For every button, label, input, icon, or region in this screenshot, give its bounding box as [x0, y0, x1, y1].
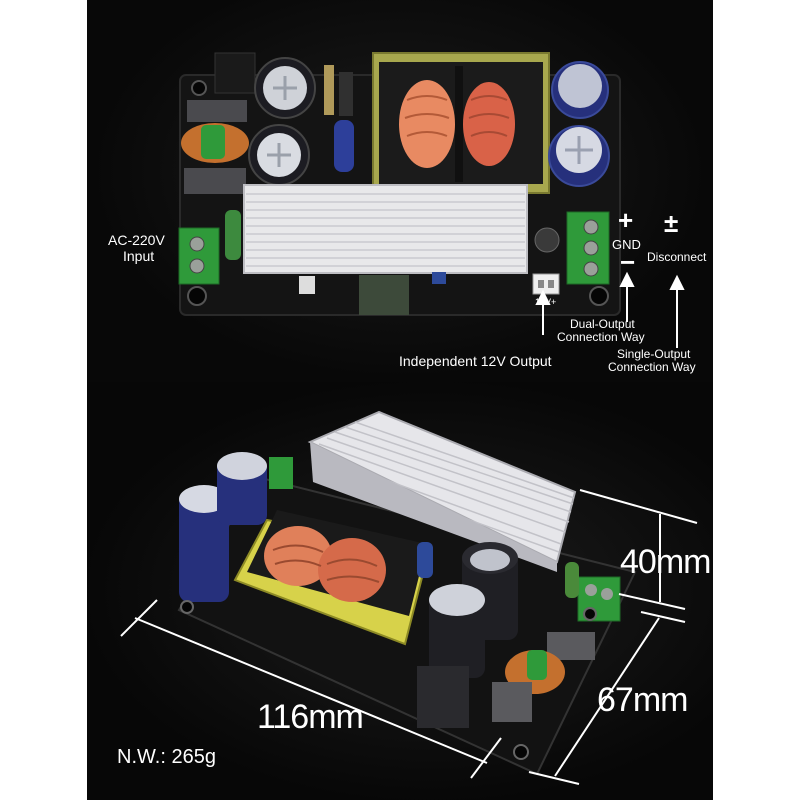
capacitor-top	[217, 452, 267, 480]
disconnect-label: Disconnect	[647, 250, 707, 264]
copper-coil	[318, 538, 386, 602]
film-capacitor	[334, 120, 354, 172]
plus-symbol: +	[618, 205, 634, 235]
copper-coil	[463, 82, 515, 166]
height-dimension: 40mm	[620, 543, 711, 581]
choke-housing	[547, 632, 595, 660]
heatsink	[243, 184, 528, 274]
capacitor	[534, 227, 560, 253]
mount-hole	[589, 286, 609, 306]
minus-symbol: −	[620, 247, 636, 277]
top-board-illustration	[178, 52, 685, 348]
plus-minus-symbol: ±	[664, 208, 679, 238]
choke-housing	[492, 682, 532, 722]
copper-coil	[399, 80, 455, 168]
capacitor-top	[558, 64, 602, 108]
width-dimension: 67mm	[597, 681, 688, 719]
mount-hole	[583, 607, 597, 621]
capacitor-top	[179, 485, 229, 513]
width-dim-line	[554, 617, 660, 777]
ac-input-terminal	[178, 227, 220, 285]
12v-connector	[532, 273, 560, 295]
coil-core	[527, 650, 547, 680]
single-output-label-line2: Connection Way	[608, 360, 696, 374]
length-dim-line	[134, 617, 488, 764]
ac-input-label-line2: Input	[123, 248, 155, 264]
dual-output-label-line2: Connection Way	[557, 330, 645, 344]
bottom-photo-panel: 40mm 116mm 67mm N.W.: 265g	[87, 382, 713, 800]
net-weight-label: N.W.: 265g	[117, 746, 216, 768]
copper-coil	[264, 526, 332, 586]
choke-housing	[187, 100, 247, 122]
mount-hole	[513, 744, 529, 760]
mount-hole	[191, 80, 207, 96]
capacitor-top	[429, 584, 485, 616]
independent-12v-label: Independent 12V Output	[399, 353, 552, 369]
mount-hole	[180, 600, 194, 614]
capacitor	[179, 490, 229, 602]
mount-hole	[187, 286, 207, 306]
board-12v-marking: 12V+	[535, 297, 557, 307]
gnd-label: GND	[612, 237, 641, 252]
ac-input-label-line1: AC-220V	[108, 232, 165, 248]
single-output-label-line1: Single-Output	[617, 347, 691, 361]
coil-core	[201, 125, 225, 159]
angled-board-illustration	[120, 410, 698, 785]
dual-output-label-line1: Dual-Output	[570, 317, 635, 331]
rectifier	[214, 52, 256, 94]
top-photo-panel: AC-220V Input + GND − ± Disconnect Dual-…	[87, 0, 713, 382]
choke-housing	[184, 168, 246, 194]
length-dimension: 116mm	[257, 698, 364, 736]
